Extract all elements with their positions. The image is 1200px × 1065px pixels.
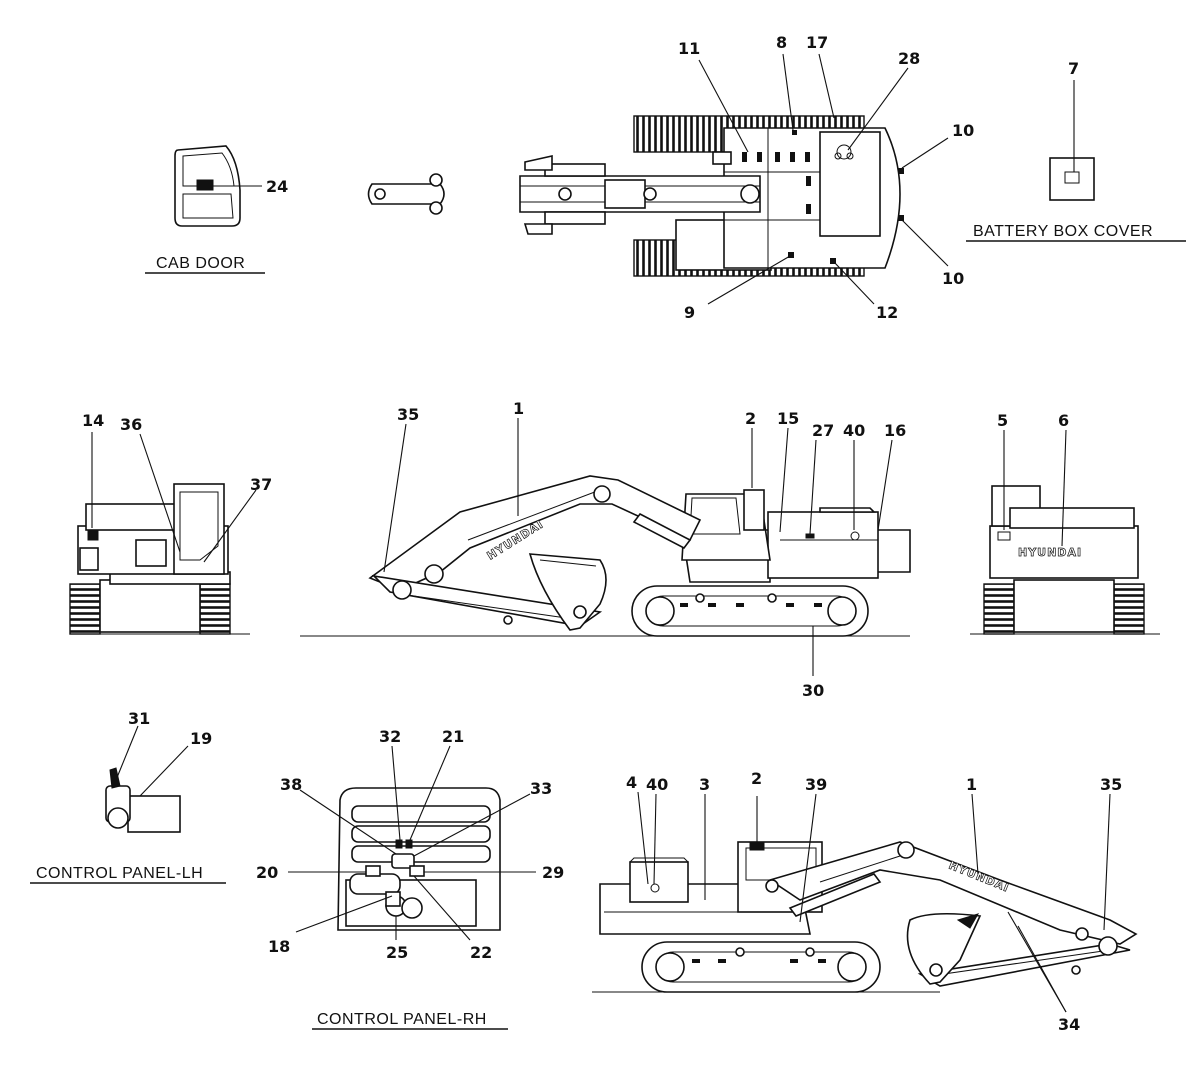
callout-2-side-right: 2 xyxy=(751,769,762,788)
brand-rear: HYUNDAI xyxy=(1018,546,1082,559)
battery-box-cover-view: 7 BATTERY BOX COVER xyxy=(966,59,1186,242)
callout-39: 39 xyxy=(805,775,827,794)
callout-17: 17 xyxy=(806,33,828,52)
callout-8: 8 xyxy=(776,33,787,52)
control-panel-lh-view: 31 19 CONTROL PANEL-LH xyxy=(30,709,226,884)
callout-30: 30 xyxy=(802,681,824,700)
side-view-left: HYUNDAI 35 1 2 15 27 40 16 30 xyxy=(300,399,911,700)
callout-16: 16 xyxy=(884,421,906,440)
control-panel-rh-view: 32 21 38 33 20 29 18 25 22 CONTROL PANEL… xyxy=(256,727,564,1030)
callout-22: 22 xyxy=(470,943,492,962)
callout-7: 7 xyxy=(1068,59,1079,78)
callout-1-side-right: 1 xyxy=(966,775,977,794)
cab-door-view: 24 CAB DOOR xyxy=(145,145,288,274)
caption-battery-box-cover: BATTERY BOX COVER xyxy=(973,223,1153,240)
caption-control-panel-lh: CONTROL PANEL-LH xyxy=(36,865,203,882)
callout-11: 11 xyxy=(678,39,700,58)
callout-19: 19 xyxy=(190,729,212,748)
callout-31: 31 xyxy=(128,709,150,728)
top-view: 11 8 17 28 10 10 9 12 xyxy=(367,33,974,322)
callout-29: 29 xyxy=(542,863,564,882)
callout-33: 33 xyxy=(530,779,552,798)
callout-3: 3 xyxy=(699,775,710,794)
callout-20: 20 xyxy=(256,863,278,882)
caption-cab-door: CAB DOOR xyxy=(156,255,245,272)
callout-27: 27 xyxy=(812,421,834,440)
callout-21: 21 xyxy=(442,727,464,746)
callout-14: 14 xyxy=(82,411,104,430)
callout-37: 37 xyxy=(250,475,272,494)
callout-40-side-right: 40 xyxy=(646,775,668,794)
callout-15: 15 xyxy=(777,409,799,428)
callout-34: 34 xyxy=(1058,1015,1080,1034)
side-view-right: HYUNDAI 4 40 3 2 39 1 35 34 xyxy=(592,769,1138,1034)
callout-10-upper: 10 xyxy=(952,121,974,140)
callout-32: 32 xyxy=(379,727,401,746)
callout-18: 18 xyxy=(268,937,290,956)
callout-24: 24 xyxy=(266,177,288,196)
callout-12: 12 xyxy=(876,303,898,322)
caption-control-panel-rh: CONTROL PANEL-RH xyxy=(317,1011,487,1028)
front-view: 14 36 37 xyxy=(69,411,272,635)
callout-1-side-left: 1 xyxy=(513,399,524,418)
callout-40-side-left: 40 xyxy=(843,421,865,440)
callout-36: 36 xyxy=(120,415,142,434)
rear-view: HYUNDAI 5 6 xyxy=(970,411,1160,635)
callout-25: 25 xyxy=(386,943,408,962)
callout-4: 4 xyxy=(626,773,637,792)
callout-38: 38 xyxy=(280,775,302,794)
callout-35-side-left: 35 xyxy=(397,405,419,424)
callout-10-lower: 10 xyxy=(942,269,964,288)
callout-28: 28 xyxy=(898,49,920,68)
callout-6: 6 xyxy=(1058,411,1069,430)
callout-9: 9 xyxy=(684,303,695,322)
callout-2-side-left: 2 xyxy=(745,409,756,428)
callout-5: 5 xyxy=(997,411,1008,430)
callout-35-side-right: 35 xyxy=(1100,775,1122,794)
